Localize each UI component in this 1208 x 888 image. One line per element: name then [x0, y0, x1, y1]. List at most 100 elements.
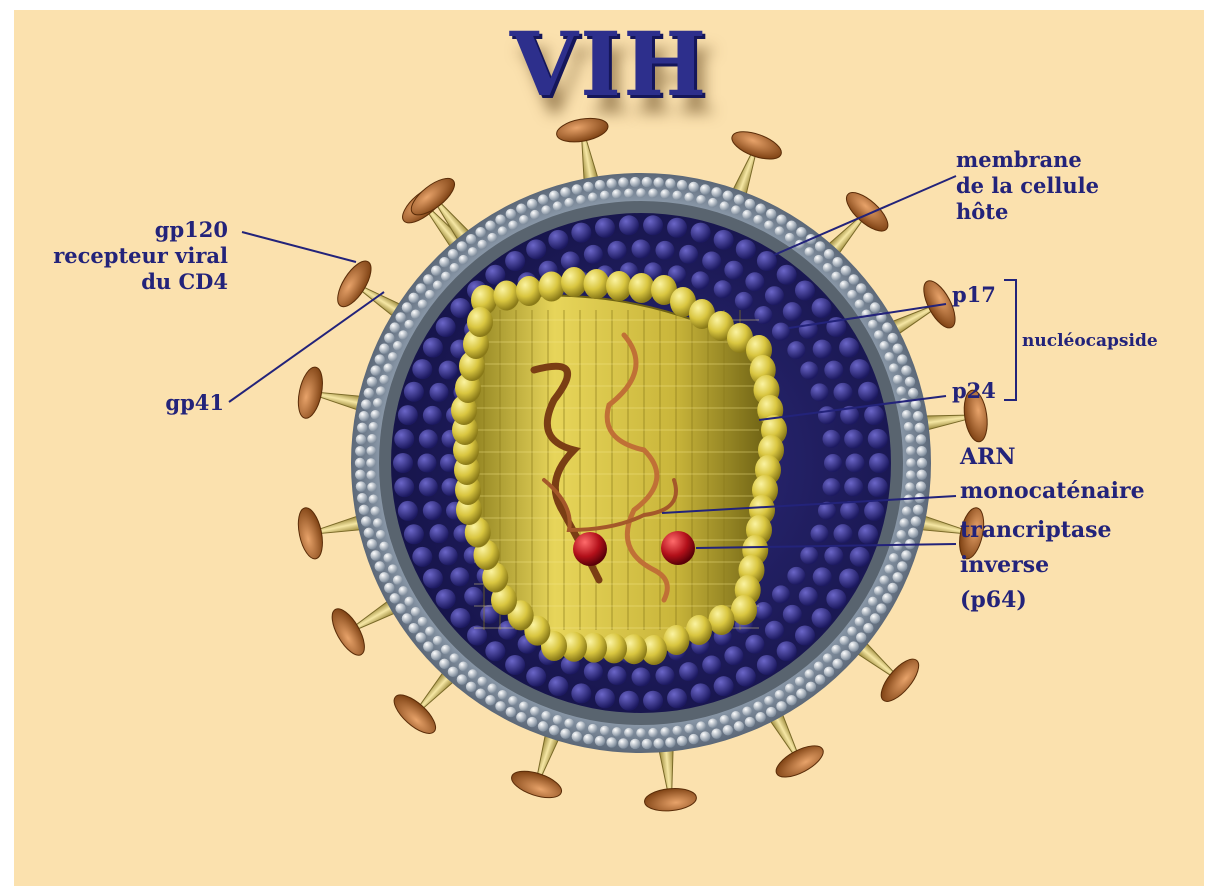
membrane-bead	[636, 188, 646, 198]
membrane-bead	[508, 696, 518, 706]
matrix-bead	[736, 239, 756, 259]
membrane-bead	[359, 411, 369, 421]
matrix-bead	[571, 223, 591, 243]
membrane-bead	[448, 249, 458, 259]
membrane-bead	[849, 641, 859, 651]
matrix-bead	[824, 361, 843, 380]
membrane-bead	[723, 191, 733, 201]
membrane-bead	[450, 263, 460, 273]
membrane-bead	[879, 341, 889, 351]
matrix-bead	[745, 272, 764, 291]
membrane-bead	[369, 422, 379, 432]
membrane-bead	[630, 177, 640, 187]
matrix-bead	[584, 245, 603, 264]
membrane-bead	[560, 728, 570, 738]
membrane-bead	[785, 684, 795, 694]
membrane-bead	[508, 220, 518, 230]
matrix-bead	[818, 406, 836, 424]
matrix-bead	[864, 405, 884, 425]
membrane-bead	[495, 214, 505, 224]
matrix-bead	[811, 383, 829, 401]
matrix-bead	[526, 667, 546, 687]
membrane-bead	[805, 669, 815, 679]
matrix-bead	[858, 524, 878, 544]
membrane-bead	[606, 737, 616, 747]
matrix-bead	[430, 383, 449, 402]
membrane-bead	[665, 737, 675, 747]
membrane-bead	[901, 550, 911, 560]
membrane-bead	[887, 333, 897, 343]
membrane-bead	[870, 613, 880, 623]
membrane-bead	[618, 738, 628, 748]
membrane-bead	[553, 201, 563, 211]
membrane-bead	[411, 607, 421, 617]
membrane-bead	[672, 726, 682, 736]
membrane-bead	[439, 659, 449, 669]
gp120-head	[294, 506, 326, 561]
membrane-bead	[720, 715, 730, 725]
capsid-bead	[731, 595, 757, 625]
membrane-bead	[904, 422, 914, 432]
matrix-bead	[464, 587, 483, 606]
membrane-bead	[367, 482, 377, 492]
page-background: VIH	[14, 10, 1204, 886]
membrane-bead	[425, 627, 435, 637]
capsid-bead	[629, 273, 655, 303]
membrane-bead	[384, 333, 394, 343]
membrane-bead	[416, 283, 426, 293]
matrix-bead	[724, 261, 743, 280]
matrix-bead	[423, 501, 442, 520]
membrane-bead	[388, 564, 398, 574]
gp41-label: gp41	[114, 390, 224, 416]
membrane-bead	[876, 603, 886, 613]
matrix-bead	[548, 230, 568, 250]
membrane-bead	[731, 711, 741, 721]
membrane-bead	[841, 265, 851, 275]
matrix-bead	[813, 340, 832, 359]
membrane-bead	[398, 330, 408, 340]
capsid-bead	[539, 272, 565, 302]
membrane-bead	[665, 178, 675, 188]
matrix-bead	[724, 646, 743, 665]
membrane-bead	[905, 377, 915, 387]
matrix-bead	[765, 621, 784, 640]
membrane-bead	[519, 215, 529, 225]
membrane-bead	[916, 434, 926, 444]
membrane-bead	[677, 736, 687, 746]
gp41-stem	[659, 749, 677, 792]
spike	[555, 115, 617, 184]
membrane-bead	[868, 597, 878, 607]
membrane-bead	[370, 365, 380, 375]
membrane-bead	[893, 344, 903, 354]
matrix-bead	[393, 453, 413, 473]
membrane-bead	[468, 669, 478, 679]
membrane-bead	[395, 312, 405, 322]
membrane-bead	[384, 583, 394, 593]
membrane-bead	[364, 528, 374, 538]
matrix-bead	[608, 666, 627, 685]
matrix-bead	[754, 306, 772, 324]
matrix-bead	[822, 478, 840, 496]
matrix-bead	[679, 662, 698, 681]
gp41-stem	[577, 137, 598, 181]
membrane-bead	[433, 281, 443, 291]
matrix-bead	[714, 676, 734, 696]
membrane-bead	[388, 352, 398, 362]
membrane-bead	[893, 542, 903, 552]
membrane-bead	[915, 423, 925, 433]
matrix-bead	[777, 641, 797, 661]
matrix-bead	[691, 271, 709, 289]
membrane-bead	[824, 249, 834, 259]
matrix-bead	[691, 223, 711, 243]
membrane-bead	[863, 623, 873, 633]
membrane-bead	[795, 677, 805, 687]
matrix-bead	[450, 567, 469, 586]
membrane-bead	[831, 272, 841, 282]
gp120-head	[772, 740, 828, 784]
membrane-bead	[636, 728, 646, 738]
membrane-bead	[814, 255, 824, 265]
membrane-bead	[696, 721, 706, 731]
membrane-bead	[901, 365, 911, 375]
membrane-bead	[823, 263, 833, 273]
membrane-bead	[905, 482, 915, 492]
